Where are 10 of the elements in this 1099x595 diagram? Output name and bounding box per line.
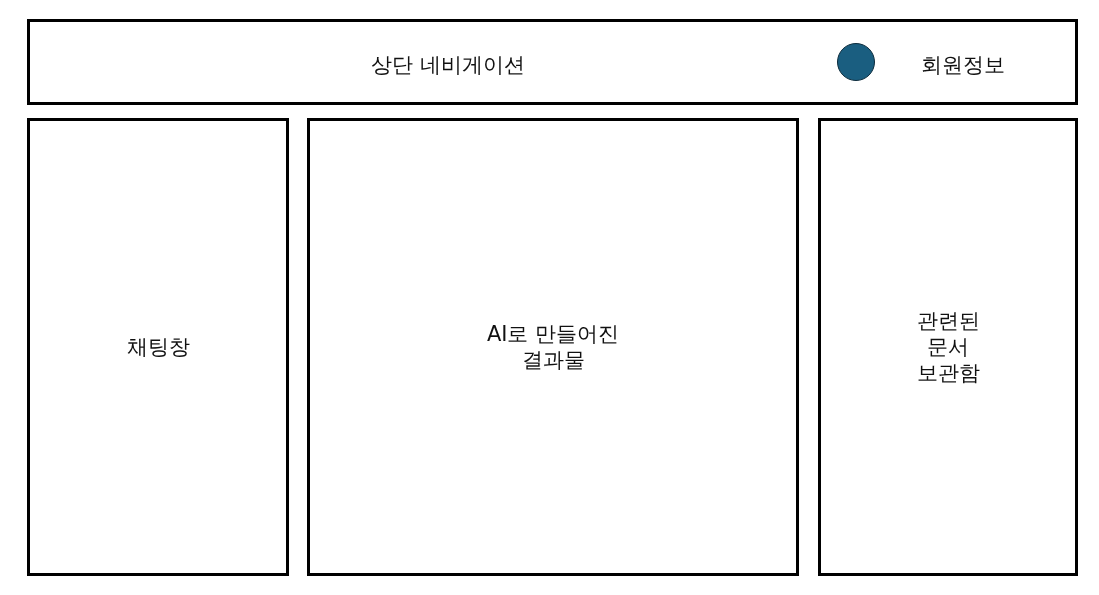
nav-title: 상단 네비게이션 bbox=[371, 52, 525, 79]
chat-panel bbox=[27, 118, 289, 576]
panel-title: AI로 만들어진 결과물 bbox=[485, 320, 621, 373]
avatar-icon bbox=[837, 43, 875, 81]
panel-title: 채팅창 bbox=[126, 334, 190, 361]
panel-title: 관련된 문서 보관함 bbox=[915, 307, 981, 387]
member-info-label: 회원정보 bbox=[921, 52, 1005, 79]
result-panel bbox=[307, 118, 799, 576]
document-panel bbox=[818, 118, 1078, 576]
navigation-bar bbox=[27, 19, 1078, 105]
